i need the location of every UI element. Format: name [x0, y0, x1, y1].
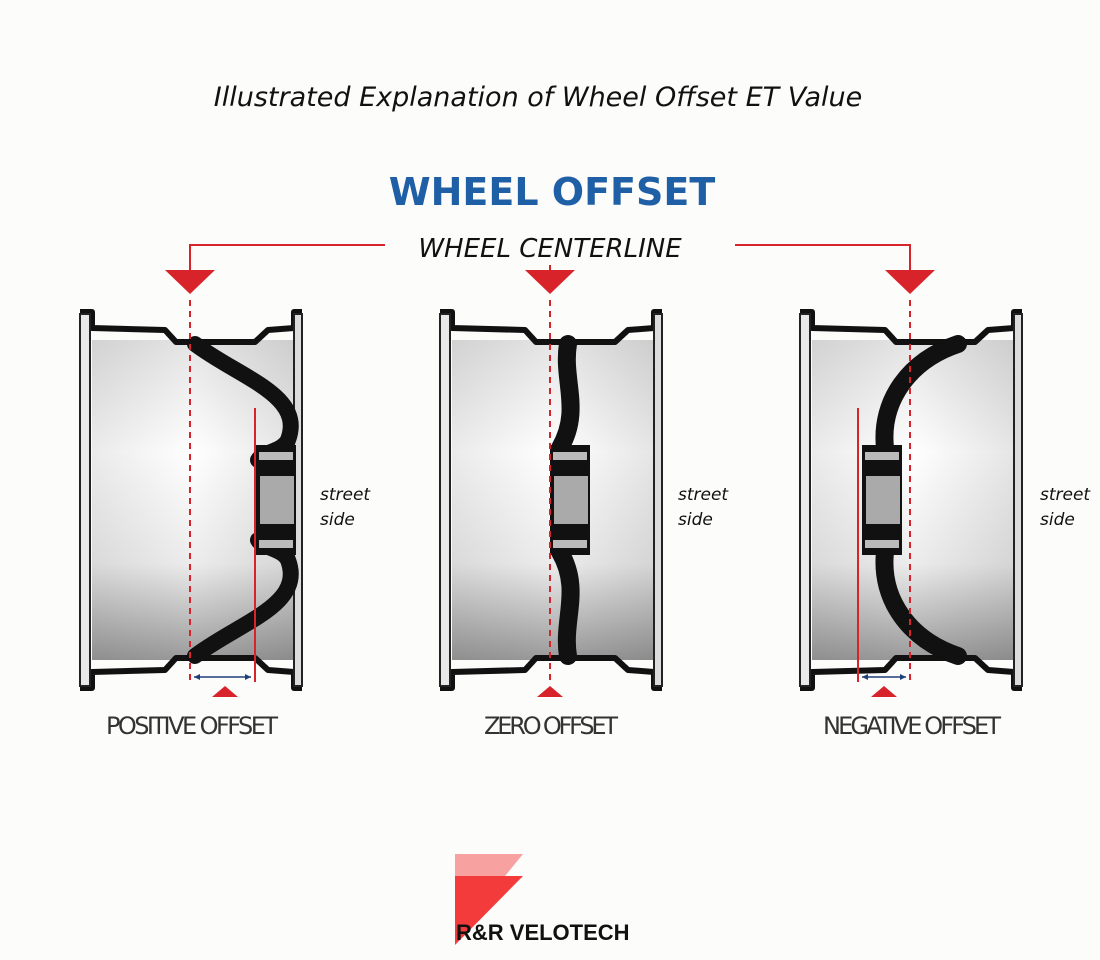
positive-offset-label: POSITIVE OFFSET	[106, 712, 278, 740]
street-side-label: street	[320, 485, 371, 505]
street-side-label: side	[1040, 510, 1075, 530]
street-side-label: side	[678, 510, 713, 530]
street-side-label: street	[1040, 485, 1091, 505]
page-title: Illustrated Explanation of Wheel Offset …	[214, 82, 862, 113]
brand-name: R&R VELOTECH	[456, 920, 630, 945]
offset-marker-icon	[537, 686, 563, 697]
street-side-label: side	[320, 510, 355, 530]
zero-offset-label: ZERO OFFSET	[484, 712, 618, 740]
centerline-marker-icon	[165, 270, 215, 294]
brand-logo: R&R VELOTECH	[455, 854, 630, 945]
street-side-label: street	[678, 485, 729, 505]
zero-offset-wheel	[440, 300, 662, 688]
centerline-marker-icon	[525, 270, 575, 294]
wheel-disk	[875, 335, 967, 665]
wheel-disk	[551, 335, 580, 665]
centerline-label: WHEEL CENTERLINE	[418, 234, 682, 264]
offset-marker-icon	[871, 686, 897, 697]
offset-marker-icon	[212, 686, 238, 697]
positive-offset-wheel	[80, 300, 302, 688]
centerline-marker-icon	[885, 270, 935, 294]
negative-offset-label: NEGATIVE OFFSET	[823, 712, 1001, 740]
diagram-heading: WHEEL OFFSET	[389, 170, 716, 214]
negative-offset-wheel	[800, 300, 1022, 688]
